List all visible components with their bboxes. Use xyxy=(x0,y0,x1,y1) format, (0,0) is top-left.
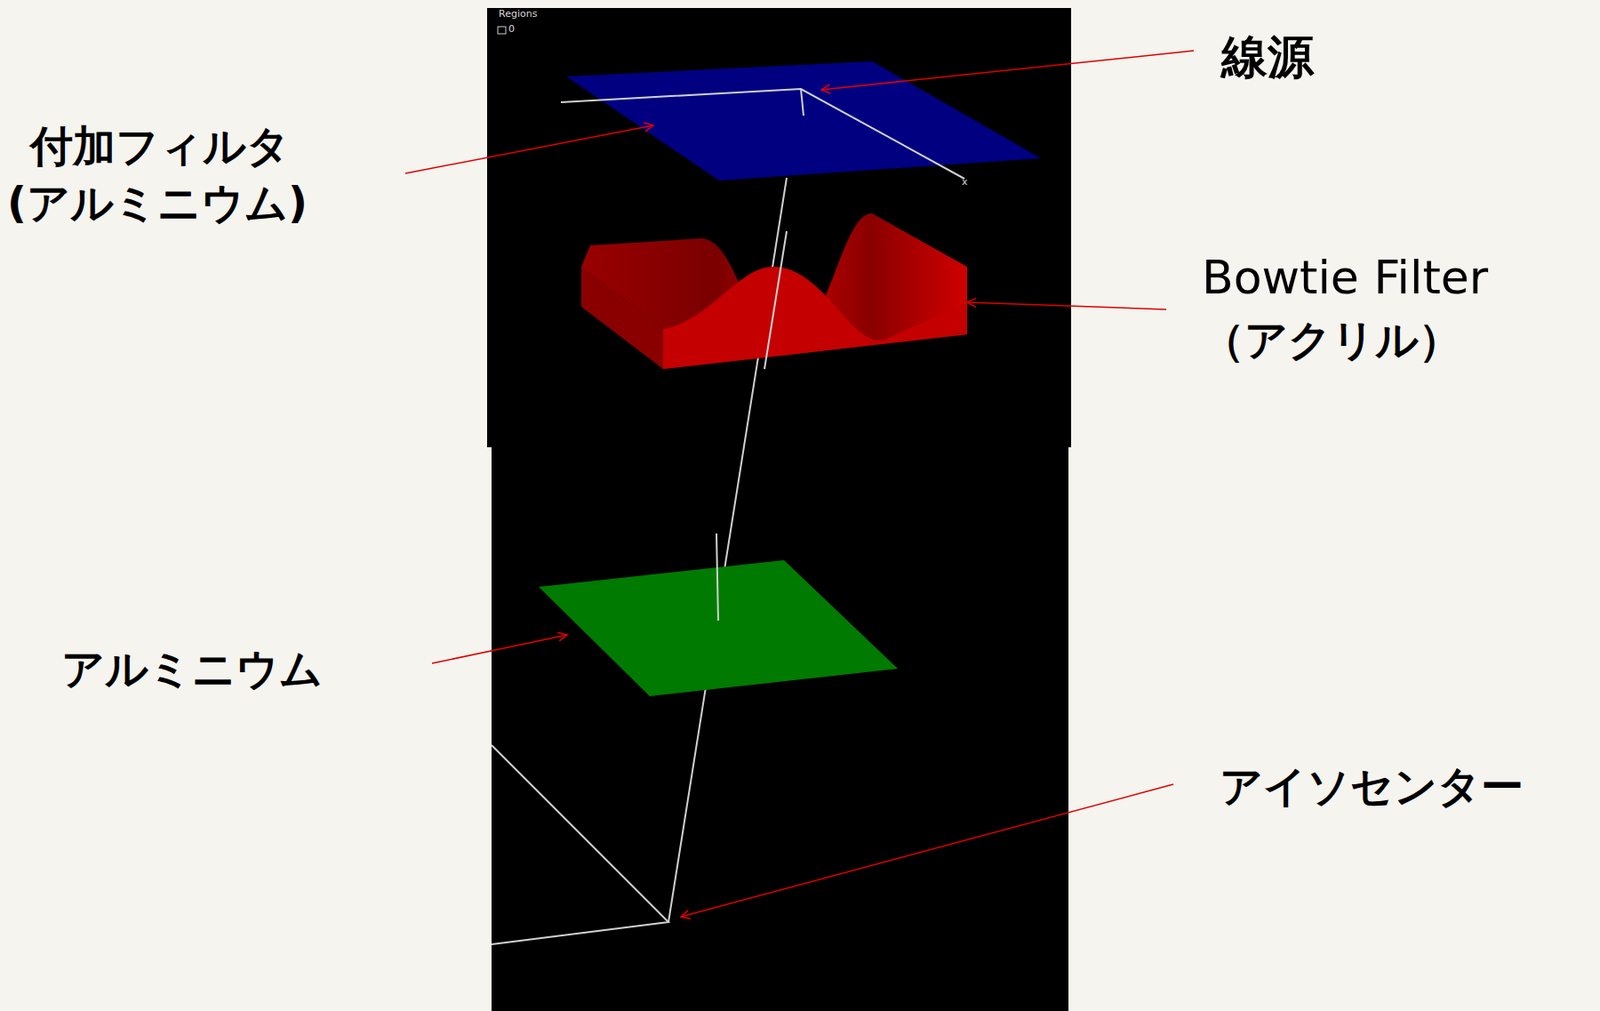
region-number: 0 xyxy=(508,24,515,35)
leader-arrow xyxy=(405,125,654,174)
added-filter-plane xyxy=(566,61,1041,181)
beam-axis xyxy=(764,231,787,369)
isocenter-label: アイソセンター xyxy=(1219,762,1524,810)
filter-material-label: (アルミニウム) xyxy=(7,179,308,227)
bowtie-label: Bowtie Filter xyxy=(1201,252,1488,304)
leader-arrow xyxy=(821,50,1194,90)
bowtie-filter xyxy=(581,213,968,369)
source-axis xyxy=(800,88,804,116)
axis-label: x xyxy=(961,176,968,188)
filter-label: 付加フィルタ xyxy=(30,122,290,170)
bowtie-front xyxy=(663,266,968,369)
source-label: 線源 xyxy=(1221,32,1314,83)
regions-label: Regions xyxy=(498,8,537,20)
region-box xyxy=(497,26,506,34)
leader-arrow xyxy=(680,784,1174,917)
beam-axis xyxy=(716,533,719,621)
render-panel xyxy=(491,447,1069,1011)
source-axes xyxy=(560,88,965,179)
isocenter-axes xyxy=(491,744,669,944)
bowtie-material-label: （アクリル） xyxy=(1201,316,1462,364)
aluminium-label: アルミニウム xyxy=(61,645,323,693)
leader-arrow xyxy=(967,302,1167,310)
leader-arrow xyxy=(432,634,568,664)
